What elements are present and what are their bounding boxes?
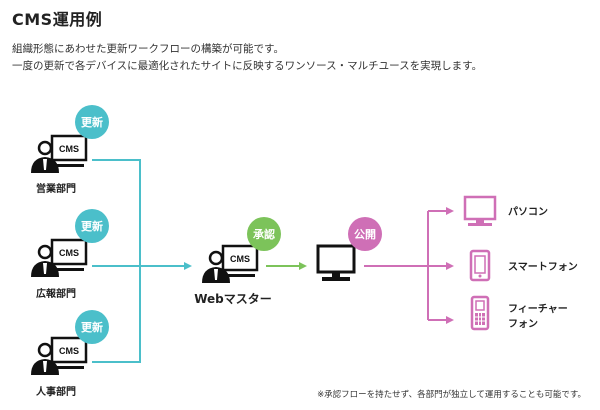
device-label-feature-phone-1: フィーチャー [508,304,568,315]
update-badge-bg [75,310,109,344]
computer-icon [50,134,88,167]
description-line-2: 一度の更新で各デバイスに最適化されたサイトに反映するワンソース・マルチユースを実… [12,60,483,72]
approve-badge-bg [247,217,281,251]
smartphone-icon [469,249,491,282]
monitor-icon [463,195,497,226]
update-badge-text: 更新 [81,320,103,334]
publish-badge-text: 公開 [354,228,376,241]
description-line-1: 組織形態にあわせた更新ワークフローの構築が可能です。 [12,43,284,55]
page-title: CMS運用例 [12,10,103,29]
device-label-smartphone: スマートフォン [508,262,578,273]
approve-badge-text: 承認 [253,227,275,241]
footnote: ※承認フローを持たせず、各部門が独立して運用することも可能です。 [317,390,586,400]
device-label-pc: パソコン [508,207,548,218]
cms-screen-text: CMS [230,254,250,264]
web-monitor-icon [316,244,356,281]
update-connectors [92,159,192,363]
publish-connectors [364,207,454,324]
department-label-pr: 広報部門 [36,289,76,300]
update-badge-text: 更新 [81,115,103,129]
computer-icon [221,244,259,277]
publish-badge-bg [348,217,382,251]
department-label-hr: 人事部門 [36,387,76,398]
cms-screen-text: CMS [59,144,79,154]
webmaster-label: Webマスター [194,292,272,306]
webmaster: CMS 承認 [202,217,281,283]
department-hr: CMS 更新 [31,310,109,375]
department-label-sales: 営業部門 [36,184,76,195]
update-badge-text: 更新 [81,219,103,233]
update-badge-bg [75,105,109,139]
cms-screen-text: CMS [59,346,79,356]
computer-icon [50,238,88,271]
feature-phone-icon [470,295,490,331]
update-badge-bg [75,209,109,243]
computer-icon [50,336,88,369]
connector-outer [92,159,141,363]
cms-screen-text: CMS [59,248,79,258]
device-label-feature-phone-2: フォン [508,319,538,330]
department-sales: CMS 更新 [31,105,109,173]
department-pr: CMS 更新 [31,209,109,277]
